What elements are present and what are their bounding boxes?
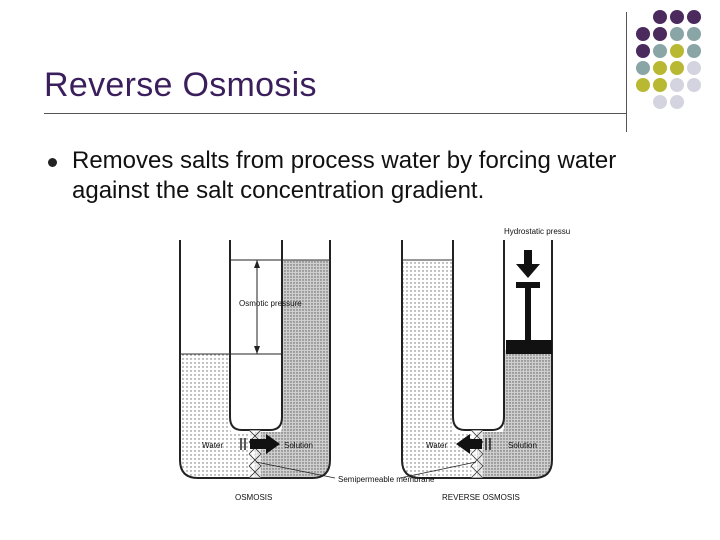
osmosis-u-tube: Osmotic pressure Water Solution OSMOSIS [179, 240, 331, 502]
membrane-right [470, 429, 484, 479]
decorative-dot [636, 44, 650, 58]
solution-label-left: Solution [284, 441, 313, 450]
decorative-dot [687, 61, 701, 75]
decorative-dot [636, 78, 650, 92]
decorative-dot [687, 44, 701, 58]
flow-arrow-right [240, 434, 280, 454]
water-label-left: Water [202, 441, 223, 450]
hydrostatic-pressure-label: Hydrostatic pressure [504, 227, 570, 236]
osmosis-diagram: Osmotic pressure Water Solution OSMOSIS [179, 227, 570, 502]
decorative-dot [670, 78, 684, 92]
osmotic-pressure-arrow [230, 259, 282, 355]
decorative-dot [670, 95, 684, 109]
reverse-osmosis-caption: REVERSE OSMOSIS [442, 493, 520, 502]
decorative-dot [653, 27, 667, 41]
decorative-dot [670, 61, 684, 75]
water-label-right: Water [426, 441, 447, 450]
decorative-dot [687, 78, 701, 92]
decorative-dot [670, 27, 684, 41]
decorative-dot [653, 61, 667, 75]
decorative-dot [687, 10, 701, 24]
decorative-dot [670, 10, 684, 24]
decorative-dot [653, 44, 667, 58]
decorative-dot [653, 10, 667, 24]
membrane-label: Semipermeable membrane [338, 475, 435, 484]
title-underline [44, 113, 626, 114]
bullet-icon [48, 158, 57, 167]
decorative-dot [653, 78, 667, 92]
bullet-text: Removes salts from process water by forc… [72, 147, 617, 204]
osmotic-pressure-label: Osmotic pressure [239, 299, 302, 308]
hydrostatic-pressure-arrow [516, 250, 540, 278]
membrane-callout: Semipermeable membrane [255, 461, 477, 484]
membrane-left [248, 429, 262, 479]
piston [506, 282, 552, 354]
page-title: Reverse Osmosis [44, 66, 317, 104]
decorative-dot-grid [636, 10, 701, 109]
decorative-dot [670, 44, 684, 58]
osmotic-pressure-line1: Osmotic pressure [239, 299, 302, 308]
vertical-divider [626, 12, 627, 132]
decorative-dot [636, 61, 650, 75]
flow-arrow-left [456, 434, 491, 454]
solution-label-right: Solution [508, 441, 537, 450]
decorative-dot [636, 27, 650, 41]
decorative-dot [687, 27, 701, 41]
reverse-osmosis-u-tube: Hydrostatic pressure Water Solution REVE… [401, 227, 570, 502]
decorative-dot [653, 95, 667, 109]
osmosis-caption: OSMOSIS [235, 493, 272, 502]
